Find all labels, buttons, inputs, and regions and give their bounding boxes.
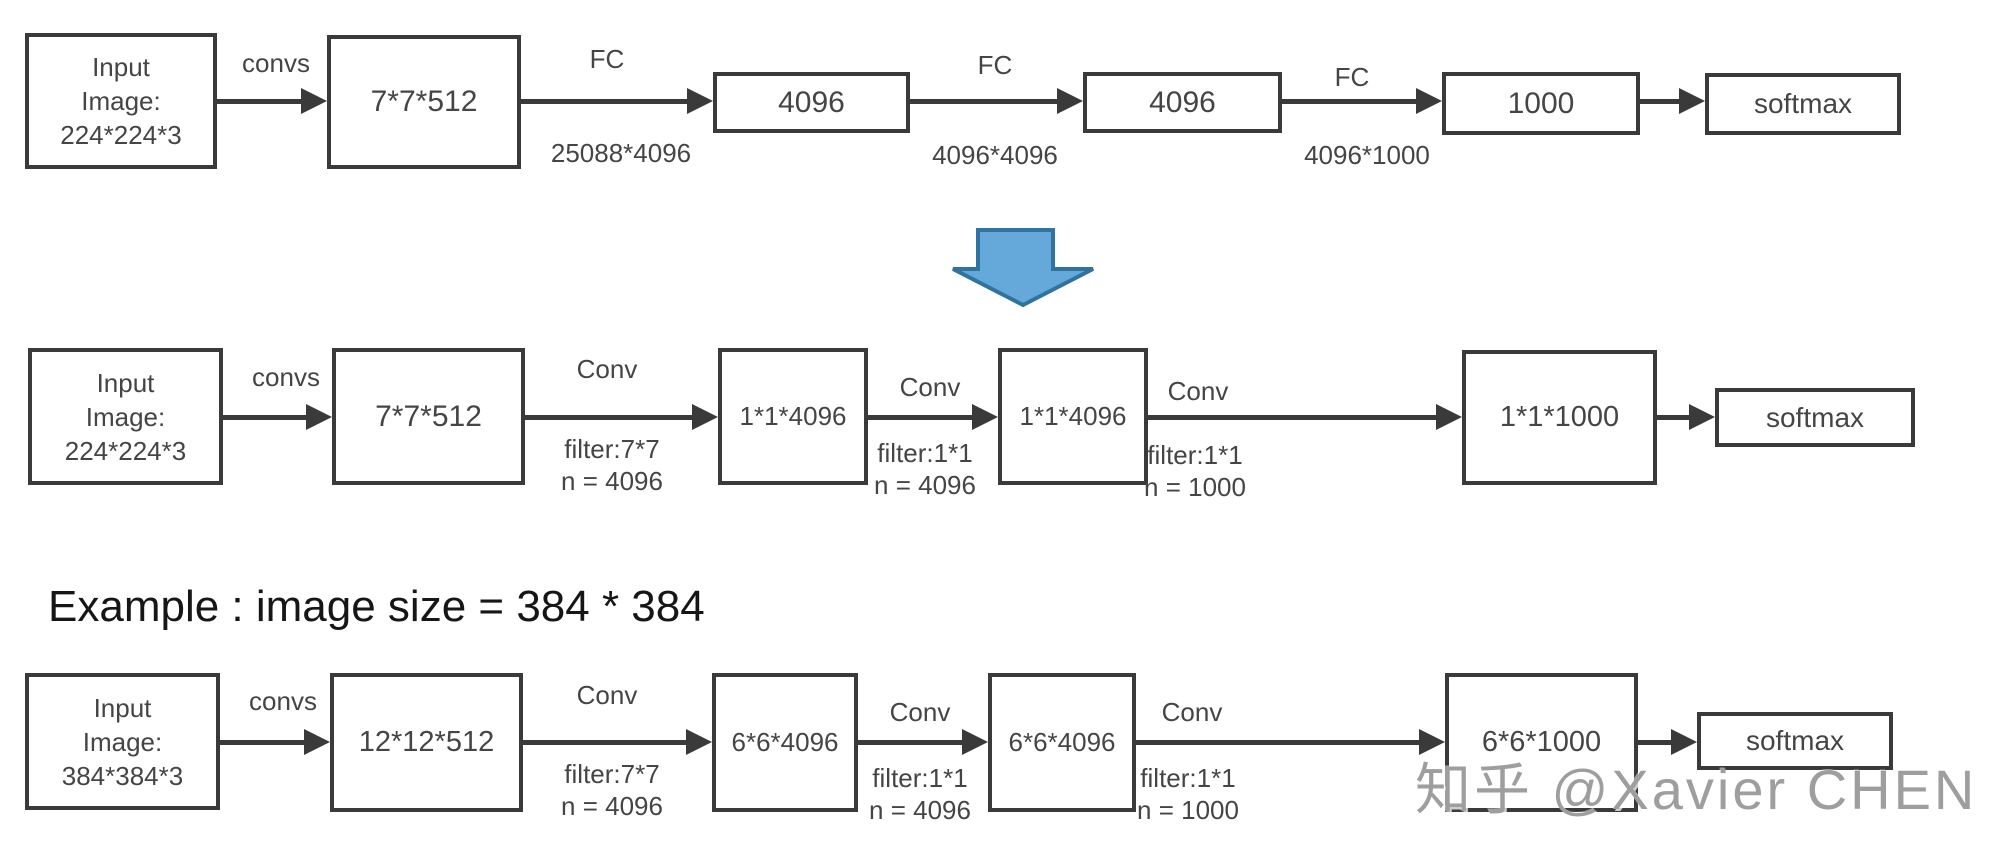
edge-sub-line: 25088*4096 [550,138,692,168]
watermark: 知乎 @Xavier CHEN [1415,758,1978,821]
edge-sub-line: filter:1*1 [877,438,973,468]
flow-arrow-line [1640,99,1681,104]
arrowhead-icon [1671,729,1697,755]
flow-arrow-line [1638,740,1671,745]
edge-sub-line: 4096*1000 [1304,140,1430,170]
fc-layer-box: 4096 [713,72,910,133]
input-line: Image: [81,86,161,116]
flow-arrow-line [220,740,304,745]
flow-arrow-line [858,740,962,745]
flow-arrow-line [523,740,686,745]
arrowhead-icon [686,729,712,755]
input-image-box: Input Image: 224*224*3 [28,348,223,485]
edge-top-label: FC [1334,62,1370,92]
arrowhead-icon [1419,729,1445,755]
fc-layer-box: 4096 [1083,72,1282,133]
arrowhead-icon [1057,88,1083,114]
softmax-box: softmax [1697,712,1893,770]
convs-edge-label: convs [242,48,310,78]
edge-sub-label: filter:1*1 n = 4096 [815,437,1035,501]
conv-layer-box: 6*6*4096 [988,673,1136,812]
arrowhead-icon [301,88,327,114]
edge-sub-label: filter:1*1 n = 4096 [810,762,1030,826]
input-line: Image: [85,401,166,432]
arrowhead-icon [1689,404,1715,430]
softmax-box: softmax [1705,73,1901,135]
edge-sub-label: filter:7*7 n = 4096 [502,433,722,497]
conv-layer-box: 6*6*1000 [1445,673,1638,812]
arrowhead-icon [306,404,332,430]
feature-map-box: 7*7*512 [327,35,521,169]
down-arrow-shape [952,228,1094,308]
edge-sub-line: n = 4096 [561,466,663,496]
edge-top-label: Conv [1167,376,1229,406]
edge-sub-line: filter:1*1 [1140,763,1236,793]
arrowhead-icon [304,729,330,755]
flow-arrow-line [217,99,303,104]
arrowhead-icon [972,404,998,430]
input-image-box: Input Image: 384*384*3 [25,673,220,810]
conv-layer-box: 1*1*4096 [718,348,868,485]
flow-arrow-line [521,99,689,104]
edge-sub-label: filter:7*7 n = 4096 [502,758,722,822]
flow-arrow-line [1148,415,1438,420]
edge-top-label: Conv [576,354,638,384]
flow-arrow-line [223,415,308,420]
edge-sub-line: n = 4096 [869,795,971,825]
input-line: 224*224*3 [64,435,187,466]
edge-top-label: FC [977,50,1013,80]
flow-arrow-line [868,415,974,420]
edge-sub-line: filter:1*1 [872,763,968,793]
flow-arrow-line [1657,415,1691,420]
convs-edge-label: convs [249,686,317,716]
softmax-box: softmax [1715,388,1915,447]
feature-map-box: 7*7*512 [332,348,525,485]
input-line: Input [92,52,150,82]
edge-sub-line: n = 4096 [561,791,663,821]
arrowhead-icon [687,88,713,114]
input-line: Input [96,367,155,398]
arrowhead-icon [962,729,988,755]
transform-down-arrow-icon [952,228,1094,308]
arrowhead-icon [692,404,718,430]
convs-edge-label: convs [252,362,320,392]
edge-sub-label: 25088*4096 [511,137,731,169]
edge-top-label: FC [589,44,625,74]
edge-sub-line: filter:7*7 [564,434,660,464]
input-line: Input [93,692,152,723]
arrowhead-icon [1436,404,1462,430]
conv-layer-box: 1*1*4096 [998,348,1148,485]
input-line: 384*384*3 [61,760,184,791]
flow-arrow-line [1282,99,1418,104]
input-line: 224*224*3 [60,120,182,150]
edge-sub-line: filter:1*1 [1147,440,1243,470]
arrowhead-icon [1679,88,1705,114]
edge-sub-label: filter:1*1 n = 1000 [1085,439,1305,503]
edge-sub-label: 4096*1000 [1257,139,1477,171]
flow-arrow-line [1136,740,1419,745]
fc-layer-box: 1000 [1442,72,1640,135]
edge-top-label: Conv [889,697,951,727]
input-line: Image: [82,726,163,757]
conv-layer-box: 1*1*1000 [1462,350,1657,485]
edge-top-label: Conv [1161,697,1223,727]
feature-map-box: 12*12*512 [330,673,523,812]
edge-sub-line: filter:7*7 [564,759,660,789]
edge-top-label: Conv [576,680,638,710]
edge-sub-line: n = 1000 [1137,795,1239,825]
edge-sub-line: 4096*4096 [932,140,1058,170]
edge-sub-label: filter:1*1 n = 1000 [1078,762,1298,826]
flow-arrow-line [910,99,1059,104]
example-caption: Example : image size = 384 * 384 [48,582,705,631]
edge-top-label: Conv [899,372,961,402]
conv-layer-box: 6*6*4096 [712,673,858,812]
input-image-box: Input Image: 224*224*3 [25,33,217,169]
flow-arrow-line [525,415,694,420]
edge-sub-label: 4096*4096 [885,139,1105,171]
edge-sub-line: n = 1000 [1144,472,1246,502]
edge-sub-line: n = 4096 [874,470,976,500]
arrowhead-icon [1416,88,1442,114]
